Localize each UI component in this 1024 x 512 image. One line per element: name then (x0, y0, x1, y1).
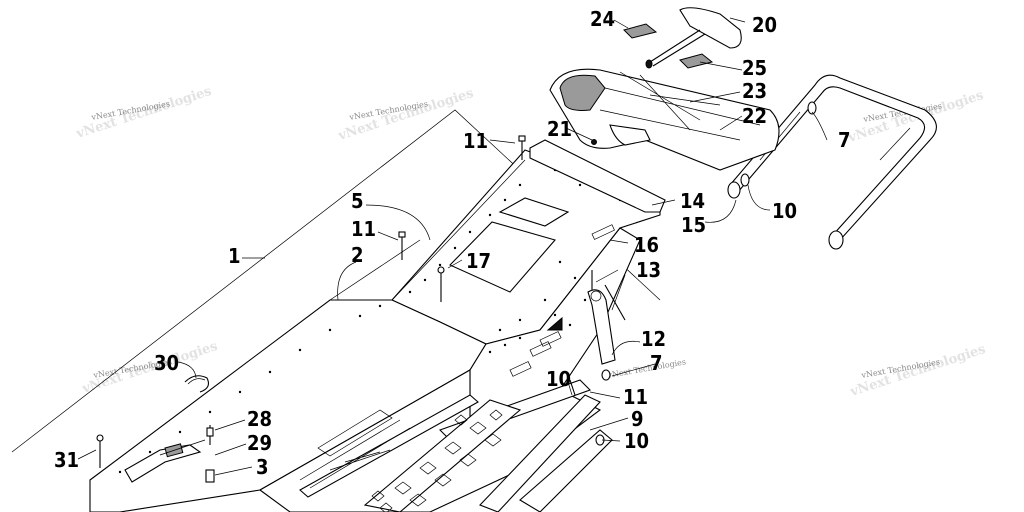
callout-21: 21 (547, 117, 572, 141)
callout-11b: 11 (351, 217, 376, 241)
perforated-panel (363, 399, 522, 512)
callout-16: 16 (634, 233, 659, 257)
callout-17: 17 (466, 249, 491, 273)
callout-22: 22 (742, 104, 767, 128)
decal-25 (679, 53, 714, 69)
callout-9: 9 (631, 407, 644, 431)
callout-24: 24 (590, 7, 615, 31)
callout-10c: 10 (624, 429, 649, 453)
mount-plate-14 (529, 139, 666, 213)
callout-25: 25 (742, 56, 767, 80)
callout-28: 28 (247, 407, 272, 431)
grab-handle (645, 7, 742, 69)
callout-11c: 11 (623, 385, 648, 409)
callout-13: 13 (636, 258, 661, 282)
callout-15: 15 (681, 213, 706, 237)
harness-sensor (124, 439, 206, 483)
callout-1: 1 (228, 244, 241, 268)
callout-10b: 10 (546, 367, 571, 391)
callout-7a: 7 (838, 128, 851, 152)
callout-10a: 10 (772, 199, 797, 223)
tunnel-body (89, 149, 661, 512)
callout-12: 12 (641, 327, 666, 351)
callout-11a: 11 (463, 129, 488, 153)
rear-bumper (727, 74, 937, 250)
callout-20: 20 (752, 13, 777, 37)
callout-7b: 7 (650, 351, 663, 375)
callout-labels: 1 2 3 5 7 7 9 10 10 10 11 11 11 12 13 14… (54, 7, 851, 479)
callout-23: 23 (742, 79, 767, 103)
taillight-assembly (549, 68, 780, 171)
fastener-3 (205, 469, 215, 483)
callout-5: 5 (351, 189, 364, 213)
callout-3: 3 (256, 455, 269, 479)
decal-24 (623, 23, 658, 39)
callout-31: 31 (54, 448, 79, 472)
leader-lines (77, 17, 828, 476)
strut-12 (587, 289, 616, 365)
callout-29: 29 (247, 431, 272, 455)
watermark-7: vNext Technologies (606, 357, 687, 380)
clamp-30 (184, 375, 209, 393)
callout-14: 14 (680, 189, 705, 213)
callout-30: 30 (154, 351, 179, 375)
callout-2: 2 (351, 243, 364, 267)
